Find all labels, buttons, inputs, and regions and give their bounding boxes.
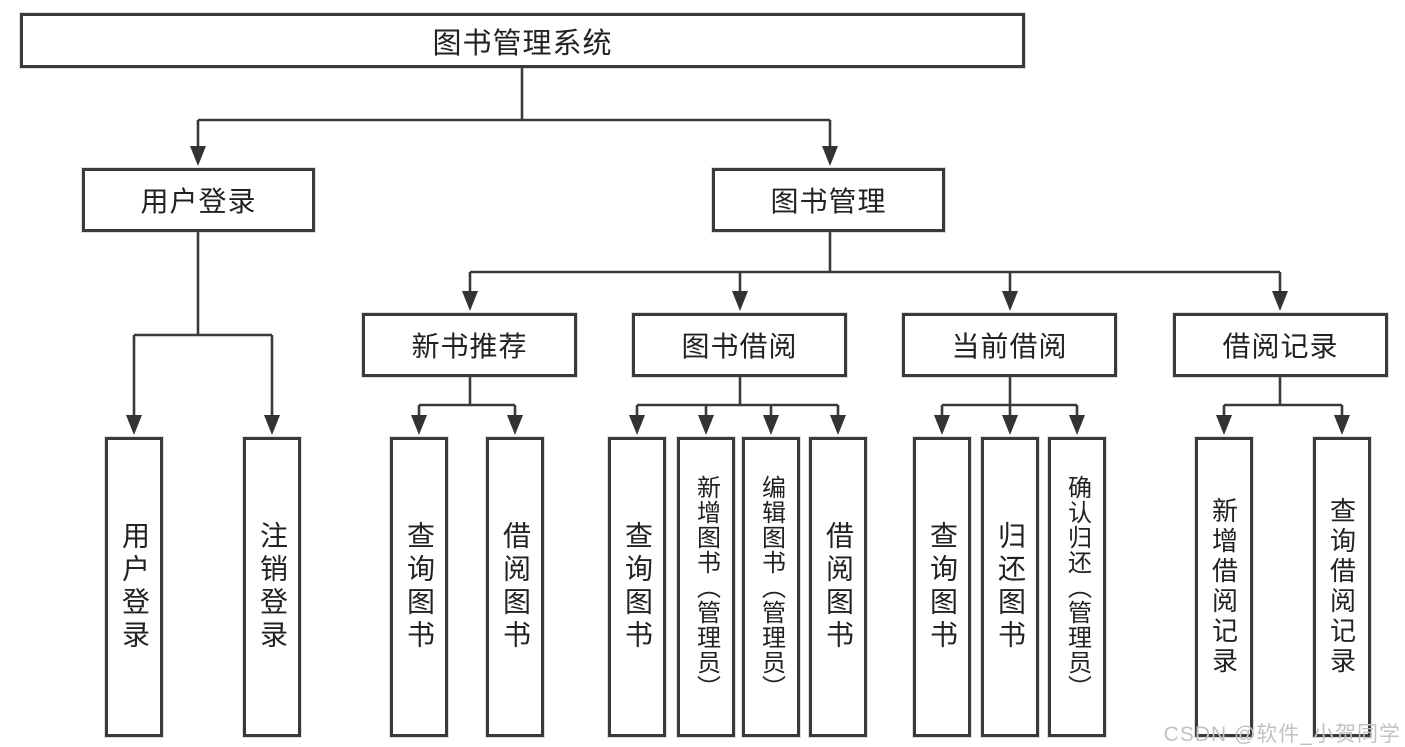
- leaf-user-login: 用户登录: [105, 437, 163, 737]
- csdn-watermark: CSDN @软件_小贺同学: [1163, 723, 1401, 746]
- node-new-book-recommend: 新书推荐: [362, 313, 577, 377]
- leaf-query-books-recommend: 查询图书: [390, 437, 448, 737]
- leaf-add-borrow-record: 新增借阅记录: [1195, 437, 1253, 737]
- leaf-query-books-borrowing: 查询图书: [608, 437, 666, 737]
- leaf-add-book-admin: 新增图书（管理员）: [677, 437, 735, 737]
- node-library-system: 图书管理系统: [20, 13, 1025, 68]
- leaf-confirm-return-admin: 确认归还（管理员）: [1048, 437, 1106, 737]
- leaf-return-books: 归还图书: [981, 437, 1039, 737]
- node-borrowing-records: 借阅记录: [1173, 313, 1388, 377]
- connector-root-to-level2: [196, 68, 832, 149]
- leaf-query-borrow-record: 查询借阅记录: [1313, 437, 1371, 737]
- leaf-borrow-books-recommend: 借阅图书: [486, 437, 544, 737]
- leaf-query-books-current: 查询图书: [913, 437, 971, 737]
- leaf-edit-book-admin: 编辑图书（管理员）: [742, 437, 800, 737]
- node-current-borrowing: 当前借阅: [902, 313, 1117, 377]
- connector-login-to-leaves: [132, 232, 274, 418]
- connector-records-to-leaves: [1222, 377, 1344, 418]
- connector-mgmt-to-level3: [468, 232, 1282, 293]
- node-user-login-group: 用户登录: [82, 168, 315, 232]
- leaf-logout: 注销登录: [243, 437, 301, 737]
- node-book-management-group: 图书管理: [712, 168, 945, 232]
- connector-current-to-leaves: [940, 377, 1079, 418]
- connector-newbook-to-leaves: [417, 377, 517, 418]
- node-book-borrowing: 图书借阅: [632, 313, 847, 377]
- connector-borrowing-to-leaves: [635, 377, 840, 418]
- leaf-borrow-books-borrowing: 借阅图书: [809, 437, 867, 737]
